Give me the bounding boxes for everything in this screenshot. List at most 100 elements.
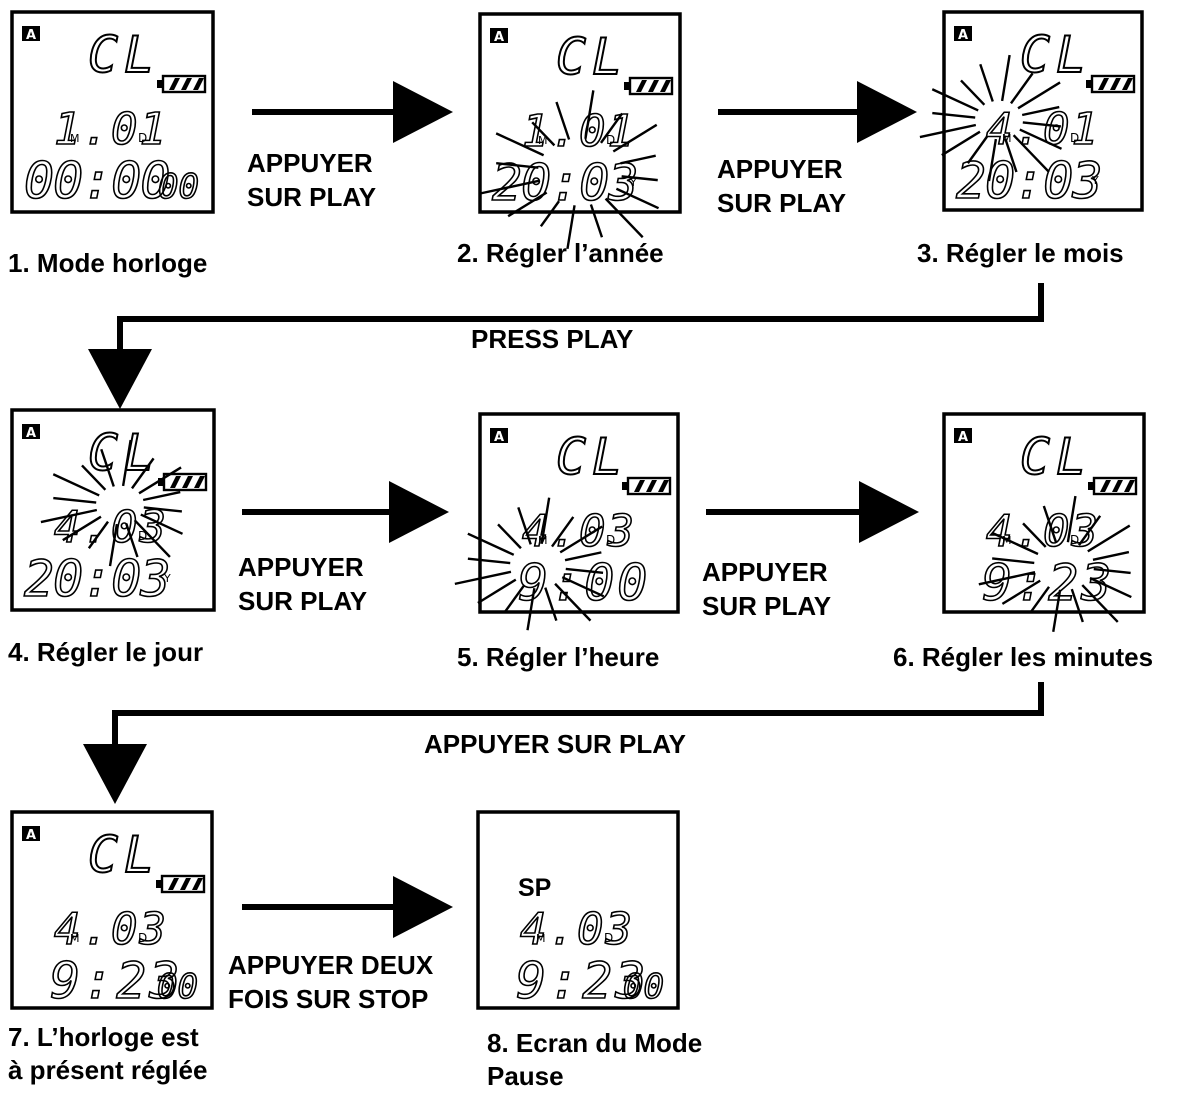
lcd-mode-text: CL [1020,428,1092,486]
blink-ray [599,112,624,144]
blink-ray [621,175,658,182]
month-marker: M [70,932,80,945]
a-mode-icon: A [22,826,40,843]
blink-ray [1029,586,1050,614]
a-mode-letter: A [26,426,36,441]
blink-ray [565,567,604,574]
arrow-head [83,744,147,804]
blink-ray [584,90,595,139]
a-mode-badge [954,26,972,41]
a-mode-icon: A [954,26,972,43]
a-mode-badge [490,428,508,443]
blink-ray [53,496,97,504]
battery-bar [1098,78,1109,90]
blink-ray [932,111,976,119]
lcd-time-text: 20:03 [956,152,1102,210]
battery-bar [658,480,669,492]
battery-tip [1086,80,1092,88]
arrow-label-6: APPUYER SUR PLAY [424,727,686,761]
blink-ray [100,448,115,487]
lcd-time-text: 20:03 [24,550,170,608]
lcd-time-text: 00:00 [24,152,170,210]
blink-ray [121,439,132,487]
step-caption-3: 3. Régler le mois [917,237,1124,270]
blink-ray [1081,584,1119,623]
blink-ray [108,523,119,567]
lcd-time-text: 9:23 [50,952,182,1010]
arrow-label-line: SUR PLAY [702,591,832,621]
year-marker: Y [163,572,171,585]
a-mode-badge [22,826,40,841]
a-mode-badge [22,424,40,439]
arrow-head [88,349,152,409]
blink-ray [539,200,561,228]
battery-icon [1088,476,1138,496]
arrow-shaft [112,682,1044,746]
blink-ray [1052,589,1062,632]
lcd-seconds-text: 00 [623,967,664,1007]
battery-body [626,476,672,496]
battery-tip [156,880,162,888]
blink-ray [477,578,517,605]
battery-bar [170,476,181,488]
arrow-label-3: PRESS PLAY [471,322,633,356]
blink-ray [615,187,660,210]
blink-ray [131,457,155,490]
arrow-label-line: SUR PLAY [238,586,368,616]
lcd-time-text: 9:23 [516,952,648,1010]
battery-icon [622,476,672,496]
blink-ray [540,497,551,544]
lcd-mode-text: CL [88,424,160,482]
arrow-label-line: APPUYER [717,154,843,184]
month-marker: M [1002,534,1012,547]
blink-ray [566,205,576,249]
caption-line: 8. Ecran du Mode [487,1028,703,1058]
battery-bar [646,480,657,492]
battery-bar [1122,78,1133,90]
a-mode-letter: A [26,28,36,43]
a-mode-icon: A [490,428,508,445]
blink-ray [1042,505,1058,544]
blink-ray [1001,579,1041,605]
battery-bar [168,878,179,890]
battery-bar [180,878,191,890]
battery-body [1092,476,1138,496]
blink-ray [1022,522,1047,548]
lcd-seconds-text: 00 [158,167,199,207]
battery-bar [648,80,659,92]
battery-icon [157,74,207,94]
battery-icon [158,472,208,492]
blink-ray [133,519,171,558]
battery-bar [1124,480,1135,492]
a-mode-badge [22,26,40,41]
lcd-frame [942,412,1146,614]
blink-rays [454,497,605,631]
a-mode-letter: A [958,430,968,445]
blink-ray [1093,567,1131,575]
lcd-mode-text: CL [556,428,628,486]
lcd-date-text: 4.03 [986,506,1100,557]
caption-line: Pause [487,1061,564,1091]
battery-icon [624,76,674,96]
blink-ray [1019,128,1063,150]
blink-ray [589,204,604,238]
battery-tip [157,80,163,88]
lcd-frame [476,810,680,1010]
blink-ray [142,490,181,502]
blink-ray [1089,576,1132,599]
blink-ray [564,551,602,562]
day-marker: D [138,131,147,145]
blink-ray [497,523,522,550]
caption-line: 5. Régler l’heure [457,642,660,672]
blink-ray [987,138,998,182]
arrow-4 [242,481,449,543]
caption-line: 4. Régler le jour [8,637,204,667]
arrow-label-line: FOIS SUR STOP [228,984,429,1014]
step-caption-5: 5. Régler l’heure [457,641,659,674]
battery-bar [182,476,193,488]
